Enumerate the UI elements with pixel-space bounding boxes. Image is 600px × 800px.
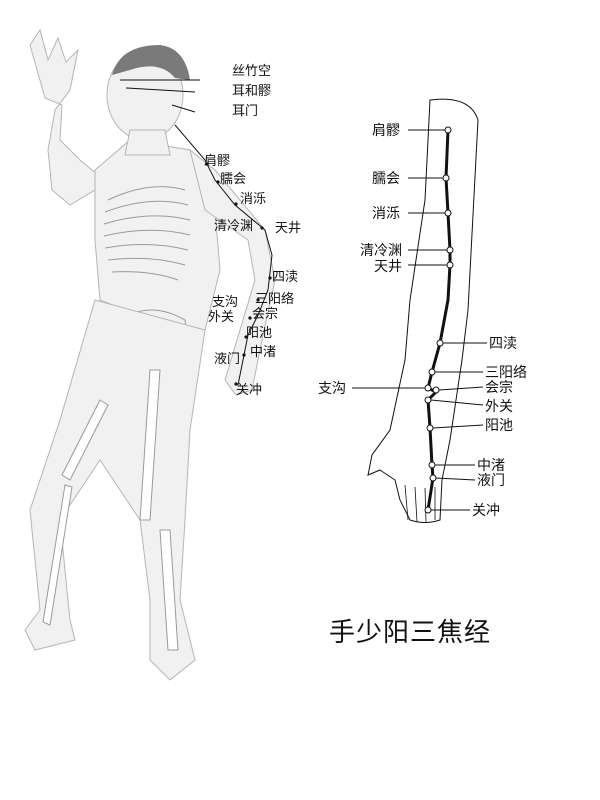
label-waiguan: 外关 [208, 310, 234, 325]
label-zhongzhu: 中渚 [250, 345, 276, 360]
label-guanchong: 关冲 [236, 383, 262, 398]
arm-label-qinglengyuan: 清冷渊 [360, 243, 402, 259]
label-tianjing: 天井 [275, 221, 301, 236]
arm-label-zhigou: 支沟 [318, 381, 346, 397]
left-figure-labels: 丝竹空 耳和髎 耳门 肩髎 臑会 消泺 清冷渊 天井 四渎 三阳络 支沟 会宗 … [204, 64, 301, 398]
label-ermen: 耳门 [232, 104, 258, 119]
label-yangchi: 阳池 [246, 326, 272, 341]
arm-label-xiaoluo: 消泺 [372, 206, 400, 222]
label-huizong: 会宗 [252, 306, 278, 322]
right-figure-labels: 肩髎 臑会 消泺 清冷渊 天井 四渎 三阳络 支沟 会宗 外关 阳池 中渚 液门… [318, 123, 527, 519]
label-naohui: 臑会 [220, 172, 246, 187]
label-yemen: 液门 [214, 352, 240, 367]
arm-label-sanyangluo: 三阳络 [485, 365, 527, 381]
arm-label-yangchi: 阳池 [485, 418, 513, 434]
label-erheliao: 耳和髎 [232, 84, 271, 99]
arm-label-waiguan: 外关 [485, 399, 513, 415]
arm-label-huizong: 会宗 [485, 380, 513, 396]
label-sanyangluo: 三阳络 [255, 291, 294, 307]
label-sizhukong: 丝竹空 [232, 64, 271, 79]
arm-label-naohui: 臑会 [372, 171, 400, 187]
arm-label-sidu: 四渎 [489, 335, 517, 352]
label-xiaoluo: 消泺 [240, 192, 266, 207]
label-jianliao: 肩髎 [204, 153, 230, 169]
arm-label-jianliao: 肩髎 [372, 123, 400, 139]
arm-label-guanchong: 关冲 [472, 503, 500, 519]
right-arm-figure [352, 98, 487, 523]
label-sidu: 四渎 [272, 270, 298, 285]
left-body-figure [24, 28, 276, 681]
label-zhigou: 支沟 [212, 295, 238, 310]
arm-label-yemen: 液门 [477, 473, 505, 489]
label-qinglengyuan: 清冷渊 [214, 219, 253, 234]
arm-label-tianjing: 天井 [374, 259, 402, 275]
diagram-title: 手少阳三焦经 [328, 618, 491, 648]
arm-label-zhongzhu: 中渚 [477, 458, 505, 474]
